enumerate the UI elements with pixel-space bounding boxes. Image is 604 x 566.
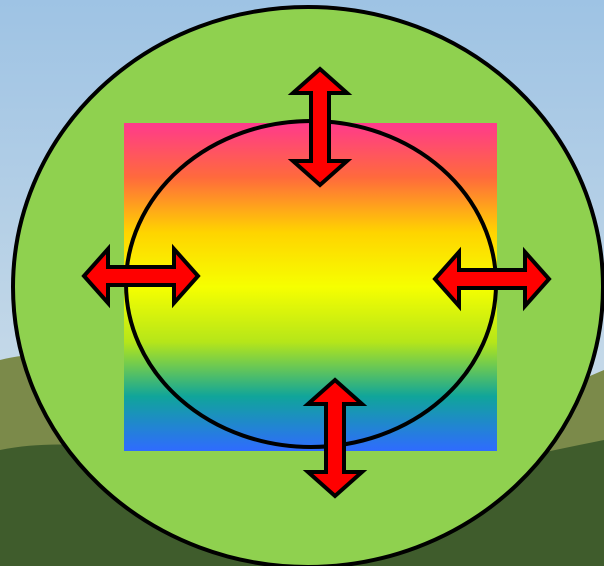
expanding-ellipse-diagram bbox=[0, 0, 604, 566]
diagram-canvas bbox=[0, 0, 604, 566]
